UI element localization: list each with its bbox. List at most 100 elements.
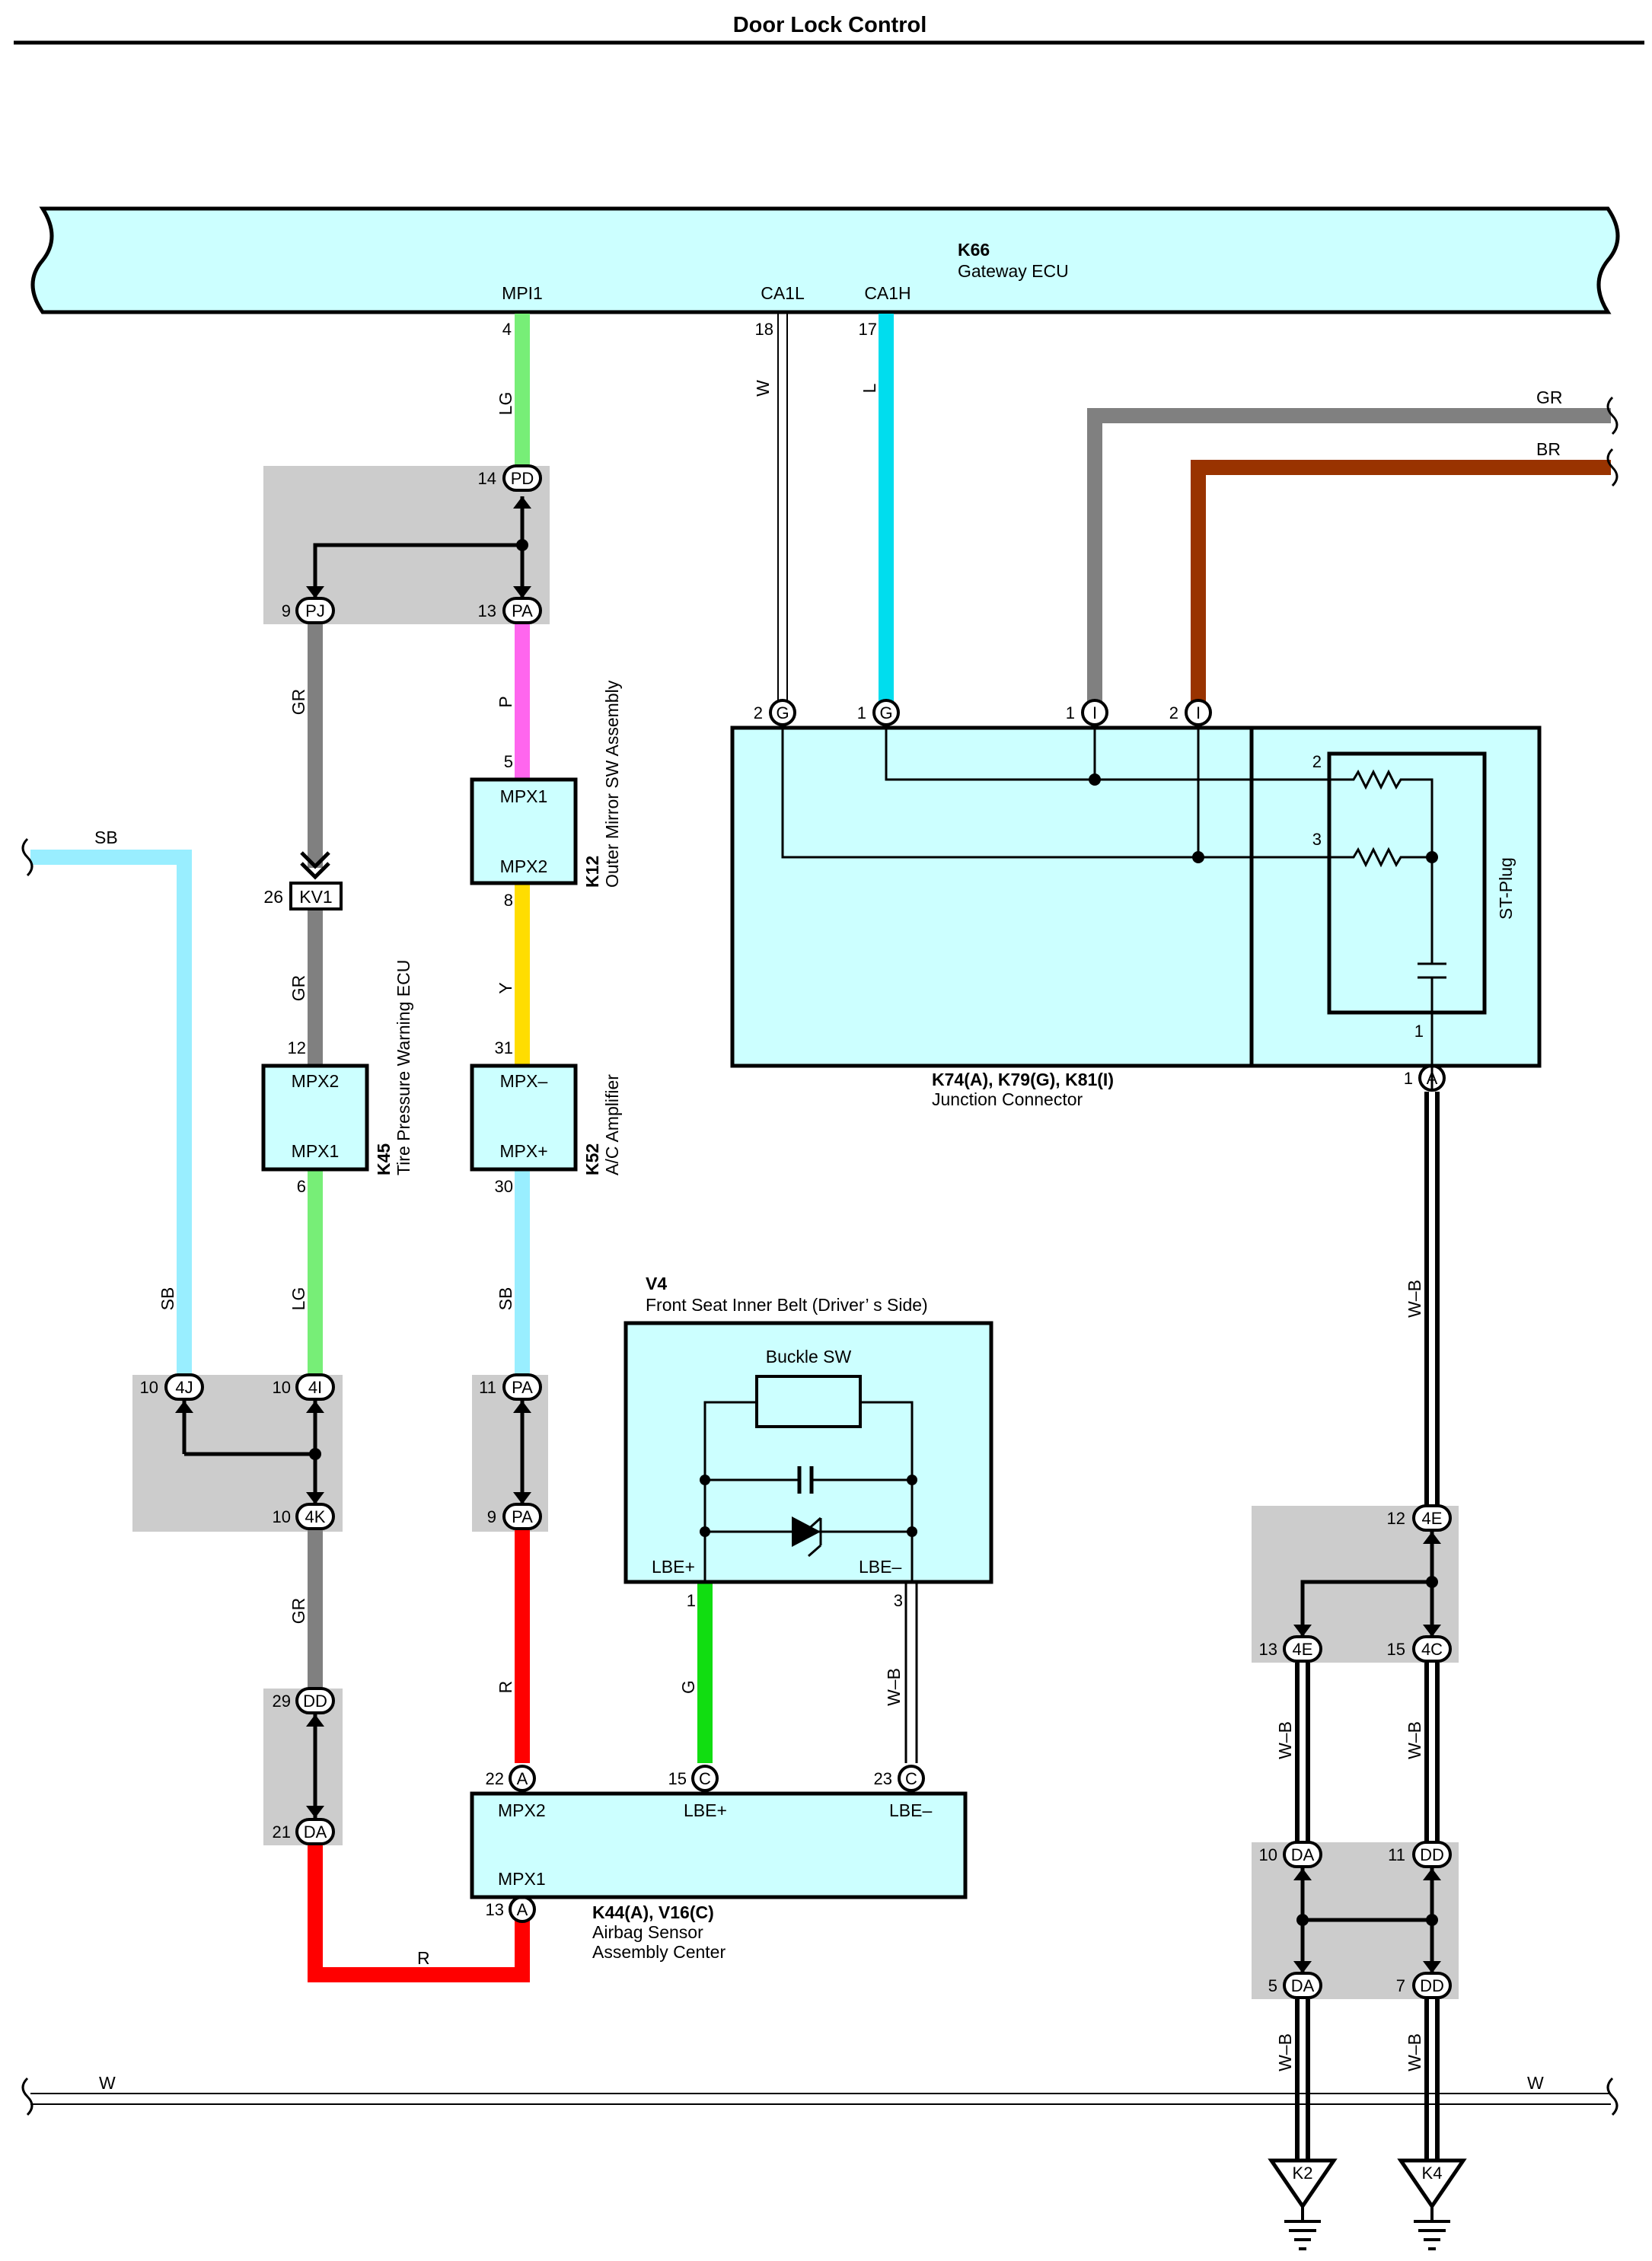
label-lg-bottom: LG: [289, 1287, 308, 1311]
seat-belt-right-pin: LBE–: [859, 1557, 901, 1577]
pin-i-br: I: [1196, 703, 1201, 722]
conn-dd-left: DD: [303, 1692, 327, 1711]
label-wb-k4: W–B: [1405, 2033, 1424, 2071]
label-w-top: W: [753, 380, 773, 397]
wire-color-labels: LG W L GR BR GR P SB GR Y SB LG SB W–B G…: [94, 380, 1563, 2093]
ground-k4: K4: [1397, 2158, 1467, 2250]
ac-amp-name: A/C Amplifier: [602, 1074, 622, 1175]
tpms-name: Tire Pressure Warning ECU: [394, 960, 413, 1175]
airbag-name1: Airbag Sensor: [592, 1922, 703, 1942]
kv1-label: KV1: [299, 887, 332, 907]
pin-2-i: 2: [1169, 703, 1178, 722]
wb-wires: [1295, 1092, 1440, 2162]
junction-arrows: [175, 496, 1441, 1973]
pin-29: 29: [273, 1692, 291, 1711]
pin-17: 17: [859, 320, 877, 339]
gateway-pin-mpi1: MPI1: [502, 283, 543, 303]
outer-mirror-module: MPX1 MPX2 K12 Outer Mirror SW Assembly: [470, 680, 622, 888]
label-wb-k2: W–B: [1275, 2033, 1295, 2071]
wire-r-bottom: [308, 1845, 530, 1982]
pin-1-a: 1: [1404, 1069, 1413, 1088]
label-wb-v4: W–B: [884, 1668, 904, 1706]
label-wb-4c: W–B: [1405, 1721, 1424, 1759]
wire-gr-right: [1087, 408, 1611, 702]
pin-2-st: 2: [1312, 752, 1322, 771]
pin-3-v4: 3: [894, 1591, 903, 1610]
tpms-module: MPX2 MPX1 K45 Tire Pressure Warning ECU: [261, 960, 413, 1175]
conn-pj: PJ: [305, 601, 325, 620]
pin-c-15: C: [699, 1769, 711, 1788]
pin-30: 30: [495, 1177, 513, 1196]
jc-name: Junction Connector: [932, 1089, 1083, 1109]
kv1-pin: 26: [263, 887, 283, 907]
outer-mirror-bottom-pin: MPX2: [500, 856, 548, 876]
pin-4: 4: [502, 320, 512, 339]
conn-dd-r1: DD: [1420, 1845, 1444, 1864]
pin-a-13: A: [517, 1900, 528, 1919]
tpms-top-pin: MPX2: [292, 1071, 340, 1091]
gateway-code: K66: [958, 240, 990, 260]
pin-13-4e: 13: [1259, 1640, 1277, 1659]
junction-blocks: [132, 466, 1459, 1999]
airbag-codes: K44(A), V16(C): [592, 1902, 714, 1922]
conn-pa-mid2: PA: [512, 1507, 533, 1526]
gateway-pin-ca1l: CA1L: [761, 283, 805, 303]
pin-22: 22: [486, 1769, 504, 1788]
junction-internals: [182, 496, 1434, 1973]
gateway-pin-ca1h: CA1H: [864, 283, 911, 303]
conn-pd: PD: [511, 469, 534, 488]
label-gr-pj: GR: [289, 689, 308, 716]
outer-mirror-top-pin: MPX1: [500, 786, 548, 806]
label-lg-top: LG: [496, 392, 515, 416]
pin-1-v4: 1: [687, 1591, 696, 1610]
wire-sb-left: [30, 850, 192, 1375]
label-w-bus-left: W: [99, 2073, 116, 2093]
label-g: G: [678, 1680, 698, 1694]
airbag-module: MPX2 LBE+ LBE– MPX1 K44(A), V16(C) Airba…: [470, 1791, 968, 1962]
pin-1-st: 1: [1414, 1022, 1424, 1041]
pin-c-23: C: [905, 1769, 917, 1788]
wires: [30, 314, 1611, 2105]
connector-kv1: KV1 26: [263, 851, 343, 910]
st-plug-label: ST-Plug: [1496, 857, 1516, 920]
pin-31: 31: [495, 1038, 513, 1057]
airbag-name2: Assembly Center: [592, 1942, 726, 1962]
seat-belt-module: V4 Front Seat Inner Belt (Driver’ s Side…: [623, 1274, 993, 1584]
seat-belt-left-pin: LBE+: [652, 1557, 695, 1577]
junction-dots: [309, 539, 1438, 1926]
label-l: L: [859, 383, 879, 393]
seat-belt-name: Front Seat Inner Belt (Driver’ s Side): [646, 1295, 928, 1315]
label-wb-jc: W–B: [1405, 1280, 1424, 1318]
pin-2-g: 2: [754, 703, 763, 722]
ac-amplifier-module: MPX– MPX+ K52 A/C Amplifier: [470, 1064, 622, 1175]
conn-4c: 4C: [1421, 1640, 1443, 1659]
gateway-ecu: K66 Gateway ECU MPI1 CA1L CA1H: [30, 206, 1620, 314]
pin-11-dd: 11: [1388, 1845, 1405, 1864]
conn-da-r2: DA: [1291, 1976, 1315, 1995]
pin-11-pa: 11: [479, 1378, 496, 1397]
seat-belt-code: V4: [646, 1274, 667, 1293]
tpms-bottom-pin: MPX1: [292, 1141, 340, 1161]
pin-21: 21: [273, 1823, 291, 1842]
conn-4e-left: 4E: [1293, 1640, 1313, 1659]
airbag-mpx1: MPX1: [498, 1869, 546, 1889]
pin-12-k45: 12: [288, 1038, 306, 1057]
ac-amp-code: K52: [582, 1143, 602, 1175]
label-gr-right: GR: [1536, 387, 1563, 407]
label-y: Y: [496, 982, 515, 993]
pin-g-w: G: [776, 703, 789, 722]
junction-connector: ST-Plug K74(A), K79(G), K81(I) Junction …: [730, 725, 1542, 1109]
label-sb-left: SB: [94, 828, 118, 847]
conn-pa-top: PA: [512, 601, 533, 620]
pin-1-i: 1: [1066, 703, 1075, 722]
pin-1-g: 1: [857, 703, 866, 722]
pin-15-4c: 15: [1387, 1640, 1405, 1659]
conn-4j: 4J: [175, 1378, 193, 1397]
pin-5-da: 5: [1268, 1976, 1277, 1995]
conn-4k: 4K: [305, 1507, 326, 1526]
airbag-mpx2: MPX2: [498, 1800, 546, 1820]
label-wb-4e: W–B: [1275, 1721, 1295, 1759]
wire-br: [1191, 460, 1611, 702]
pin-14: 14: [478, 469, 496, 488]
